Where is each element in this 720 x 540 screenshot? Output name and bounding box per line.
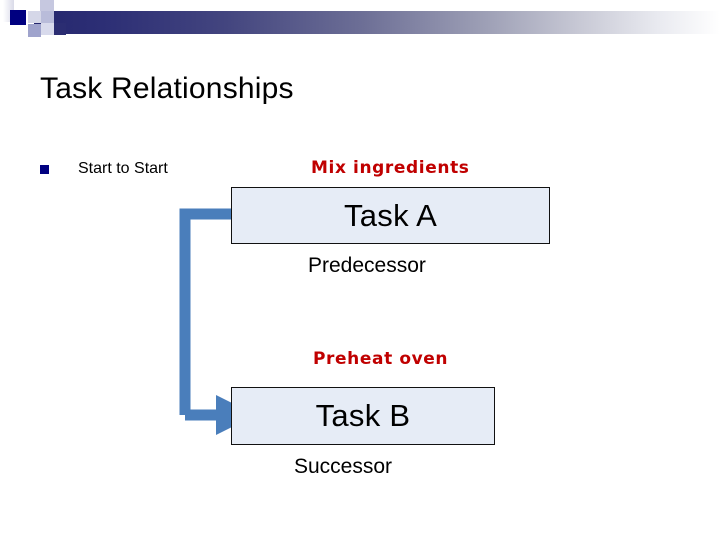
banner-tile-6 [28, 24, 41, 37]
banner-gradient-bar [34, 11, 720, 34]
banner-tile-8 [54, 23, 66, 35]
task-a-node[interactable]: Task A [231, 187, 550, 244]
task-b-annotation: Preheat oven [313, 349, 449, 369]
task-a-role-label: Predecessor [308, 254, 426, 277]
bullet-list-item: Start to Start [40, 160, 168, 178]
banner-tile-5 [41, 23, 54, 35]
task-b-role-label: Successor [294, 455, 393, 478]
banner-tile-2 [40, 0, 54, 11]
banner-tile-1 [3, 0, 14, 22]
task-b-node[interactable]: Task B [231, 387, 495, 445]
square-bullet-icon [40, 164, 49, 174]
connector-line [179, 208, 234, 415]
banner-accent-square [10, 10, 26, 25]
banner-tile-4 [41, 11, 54, 23]
page-title: Task Relationships [40, 72, 294, 105]
banner-tile-3 [28, 11, 41, 23]
task-a-title: Task A [343, 197, 438, 233]
slide-banner [0, 0, 720, 46]
task-b-title: Task B [315, 398, 411, 433]
bullet-item-label: Start to Start [78, 160, 168, 177]
task-a-annotation: Mix ingredients [311, 158, 470, 178]
